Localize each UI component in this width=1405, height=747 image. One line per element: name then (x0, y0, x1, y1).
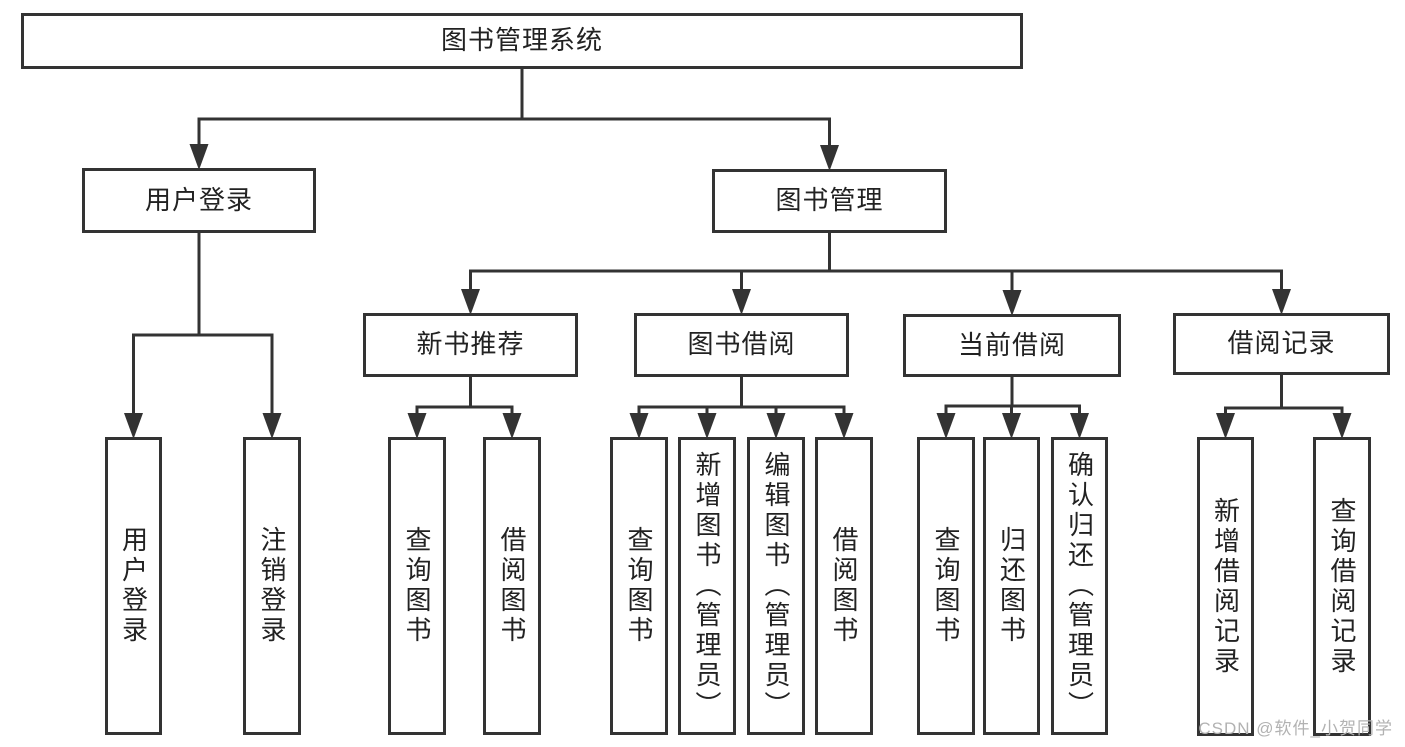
node-label-book-borrowing: 图书借阅 (687, 329, 796, 360)
node-label-leaf-borrow-books-2: 借阅图书 (829, 526, 859, 646)
connector-from-new-book-recommend (415, 374, 514, 419)
connector-from-book-management (469, 230, 1283, 296)
arrowhead-leaf-confirm-return (1070, 413, 1089, 439)
node-label-leaf-borrow-books-1: 借阅图书 (497, 526, 527, 646)
node-root: 图书管理系统 (21, 13, 1023, 69)
node-label-leaf-logout: 注销登录 (257, 526, 287, 646)
node-leaf-query-books-3: 查询图书 (917, 437, 975, 735)
node-label-current-borrowing: 当前借阅 (957, 329, 1066, 360)
arrowhead-leaf-borrow-books-2 (834, 413, 854, 439)
connector-from-root (197, 66, 831, 151)
arrowhead-book-management (820, 145, 839, 171)
node-label-leaf-query-books-2: 查询图书 (624, 526, 654, 646)
node-label-leaf-confirm-return: 确认归还（管理员） (1064, 451, 1095, 721)
node-label-borrowing-records: 借阅记录 (1227, 328, 1336, 359)
node-label-leaf-query-books-1: 查询图书 (402, 526, 432, 646)
node-borrowing-records: 借阅记录 (1173, 313, 1390, 375)
node-leaf-confirm-return: 确认归还（管理员） (1051, 437, 1108, 735)
node-label-root: 图书管理系统 (440, 25, 603, 56)
arrowhead-leaf-query-books-2 (629, 413, 649, 439)
connector-from-borrowing-records (1224, 372, 1344, 419)
node-leaf-borrow-books-2: 借阅图书 (815, 437, 873, 735)
node-leaf-return-books: 归还图书 (983, 437, 1040, 735)
node-label-leaf-query-borrow-record: 查询借阅记录 (1327, 496, 1357, 677)
node-leaf-query-borrow-record: 查询借阅记录 (1313, 437, 1371, 736)
node-label-user-login: 用户登录 (144, 184, 253, 215)
node-label-leaf-query-books-3: 查询图书 (931, 526, 961, 646)
arrowhead-leaf-query-borrow-record (1332, 413, 1352, 439)
node-leaf-query-books-1: 查询图书 (388, 437, 446, 735)
arrowhead-book-borrowing (732, 289, 751, 315)
node-label-new-book-recommend: 新书推荐 (416, 329, 525, 360)
node-new-book-recommend: 新书推荐 (363, 313, 578, 377)
node-label-leaf-user-login: 用户登录 (118, 526, 149, 646)
arrowhead-leaf-add-borrow-record (1216, 413, 1235, 439)
node-leaf-edit-books: 编辑图书（管理员） (747, 437, 805, 735)
node-current-borrowing: 当前借阅 (903, 314, 1121, 377)
arrowhead-leaf-return-books (1002, 413, 1021, 439)
connector-from-current-borrowing (944, 374, 1081, 419)
arrowhead-user-login (189, 144, 209, 170)
node-leaf-logout: 注销登录 (243, 437, 301, 735)
arrowhead-leaf-query-books-3 (936, 413, 956, 439)
arrowhead-borrowing-records (1272, 289, 1291, 315)
node-label-leaf-return-books: 归还图书 (996, 526, 1027, 646)
node-leaf-borrow-books-1: 借阅图书 (483, 437, 541, 735)
node-book-management: 图书管理 (712, 169, 947, 233)
node-book-borrowing: 图书借阅 (634, 313, 849, 377)
arrowhead-new-book-recommend (461, 289, 480, 315)
connector-from-user-login (132, 230, 274, 419)
node-user-login: 用户登录 (82, 168, 316, 233)
node-leaf-add-books: 新增图书（管理员） (678, 437, 736, 735)
node-label-leaf-add-books: 新增图书（管理员） (692, 451, 722, 721)
node-label-book-management: 图书管理 (775, 185, 884, 216)
connector-from-book-borrowing (637, 374, 846, 419)
arrowhead-current-borrowing (1002, 290, 1022, 316)
node-label-leaf-edit-books: 编辑图书（管理员） (761, 451, 791, 721)
arrowhead-leaf-logout (262, 413, 282, 439)
arrowhead-leaf-add-books (697, 413, 717, 439)
node-label-leaf-add-borrow-record: 新增借阅记录 (1210, 496, 1241, 677)
arrowhead-leaf-user-login (124, 413, 143, 439)
arrowhead-leaf-edit-books (766, 413, 786, 439)
node-leaf-user-login: 用户登录 (105, 437, 162, 735)
watermark: CSDN @软件_小贺同学 (1198, 719, 1393, 738)
node-leaf-query-books-2: 查询图书 (610, 437, 668, 735)
arrowhead-leaf-query-books-1 (407, 413, 427, 439)
node-leaf-add-borrow-record: 新增借阅记录 (1197, 437, 1254, 736)
arrowhead-leaf-borrow-books-1 (502, 413, 522, 439)
